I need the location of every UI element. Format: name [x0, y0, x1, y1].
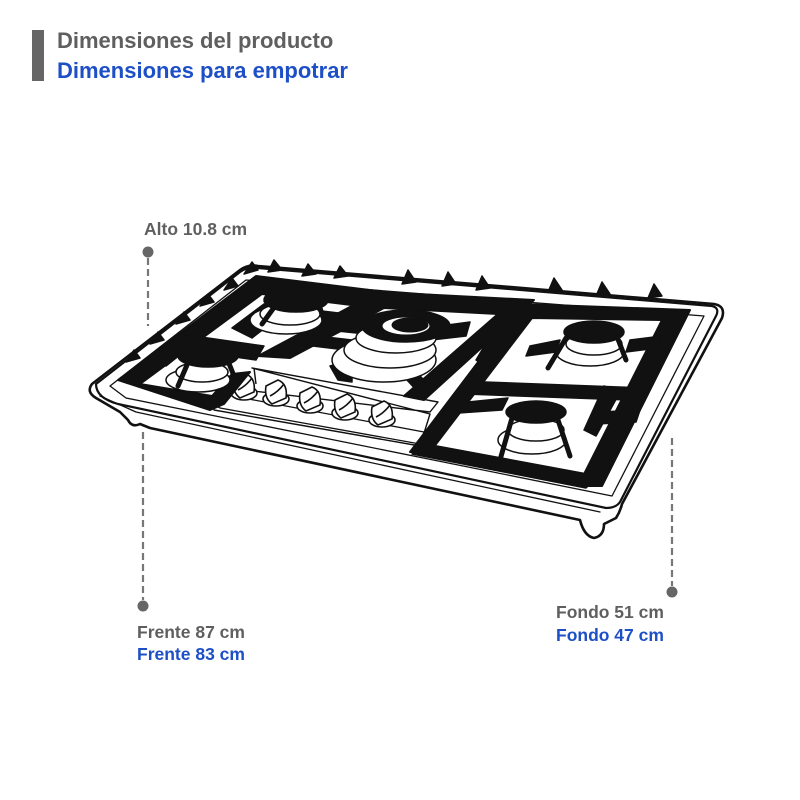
title-builtin-dimensions: Dimensiones para empotrar	[57, 58, 348, 83]
title-product-dimensions: Dimensiones del producto	[57, 28, 334, 53]
grate-arms	[175, 299, 629, 463]
burner-center-wok	[331, 309, 451, 383]
burner-back-right	[555, 320, 625, 367]
knobs	[230, 373, 396, 428]
depth-builtin-label: Fondo 47 cm	[556, 625, 664, 645]
knob-2	[262, 379, 290, 407]
depth-guide-dot	[666, 586, 678, 598]
burner-front-right	[497, 400, 567, 455]
knob-4	[331, 393, 359, 421]
width-product-label: Frente 87 cm	[137, 622, 245, 642]
width-guide-dot	[137, 600, 149, 612]
knob-3	[296, 386, 324, 414]
title-accent-bar	[32, 30, 44, 81]
height-guide-dot	[142, 246, 154, 258]
width-builtin-label: Frente 83 cm	[137, 644, 245, 664]
knob-5	[368, 400, 396, 428]
depth-product-label: Fondo 51 cm	[556, 602, 664, 622]
height-product-label: Alto 10.8 cm	[144, 219, 248, 239]
